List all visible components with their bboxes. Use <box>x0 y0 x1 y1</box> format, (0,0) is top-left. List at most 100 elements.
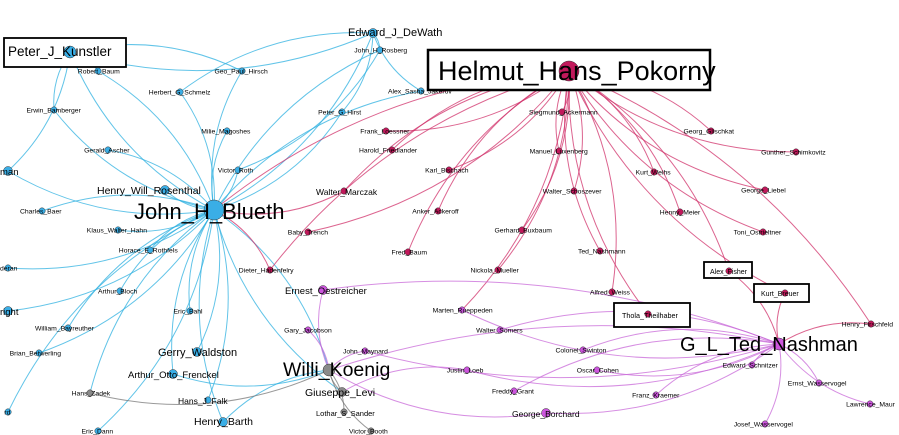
node-dot[interactable] <box>218 417 228 427</box>
node-henryb[interactable]: Henry_Barth <box>194 416 253 428</box>
node-baby[interactable]: Baby_Trench <box>288 228 328 237</box>
node-lawrence[interactable]: Lawrence_Maur <box>846 400 896 409</box>
node-dot[interactable] <box>417 87 425 95</box>
node-dot[interactable] <box>458 306 466 314</box>
node-brian[interactable]: Brian_Betwerling <box>10 349 62 358</box>
node-hhp[interactable]: Helmut_Hans_Pokorny <box>426 48 716 92</box>
node-giuseppe[interactable]: Giuseppe_Levi <box>305 387 375 399</box>
node-dot[interactable] <box>192 347 202 357</box>
node-horace[interactable]: Horace_E_Rothfels <box>119 246 179 255</box>
node-johnm[interactable]: John_Maynard <box>343 347 388 356</box>
node-dot[interactable] <box>63 45 77 59</box>
node-dot[interactable] <box>234 166 242 174</box>
node-dot[interactable] <box>3 166 13 176</box>
node-dot[interactable] <box>761 186 769 194</box>
node-dot[interactable] <box>434 207 442 215</box>
node-josef[interactable]: Josef_Wasservogel <box>734 420 794 429</box>
node-charles[interactable]: Charles_Baer <box>20 207 62 216</box>
node-karl[interactable]: Karl_Bischach <box>425 166 469 175</box>
node-henryf[interactable]: Henry_Firschfeld <box>842 320 894 329</box>
node-alfred[interactable]: Alfred_Weiss <box>590 288 631 297</box>
node-gerhard[interactable]: Gerhard_Buxbaum <box>494 226 552 235</box>
node-dot[interactable] <box>792 148 800 156</box>
node-deran[interactable]: deran <box>0 264 18 273</box>
node-dot[interactable] <box>463 366 471 374</box>
node-dot[interactable] <box>204 396 212 404</box>
node-dot[interactable] <box>761 420 769 428</box>
node-dot[interactable] <box>404 248 412 256</box>
node-dot[interactable] <box>86 389 94 397</box>
node-erwin[interactable]: Erwin_Bamberger <box>26 106 82 115</box>
node-victorb[interactable]: Victor_Booth <box>349 427 388 435</box>
node-dot[interactable] <box>94 67 102 75</box>
node-dot[interactable] <box>781 289 789 297</box>
node-justin[interactable]: Justin_Loeb <box>447 366 484 375</box>
node-dot[interactable] <box>368 28 378 38</box>
node-fred[interactable]: Fred_Baum <box>391 248 427 257</box>
node-man[interactable]: man <box>0 166 18 179</box>
node-dot[interactable] <box>725 267 733 275</box>
node-dot[interactable] <box>168 369 178 379</box>
node-peterh[interactable]: Peter_G_Hirst <box>318 108 361 117</box>
node-gerry[interactable]: Gerry_Waldston <box>158 347 237 359</box>
node-dot[interactable] <box>114 226 122 234</box>
node-dot[interactable] <box>223 127 231 135</box>
node-johnh[interactable]: John_H_Rosberg <box>354 46 407 55</box>
node-lothar[interactable]: Lothar_S_Sander <box>316 408 375 418</box>
node-dot[interactable] <box>579 346 587 354</box>
node-frank[interactable]: Frank_Loessner <box>360 127 410 136</box>
node-dot[interactable] <box>361 347 369 355</box>
node-dot[interactable] <box>340 187 348 195</box>
node-george[interactable]: George_Borchard <box>512 408 580 420</box>
node-william[interactable]: William_Bayreuther <box>35 324 95 333</box>
node-dot[interactable] <box>593 366 601 374</box>
node-pjk[interactable]: Peter_J_Kunstler <box>3 37 127 68</box>
node-dot[interactable] <box>94 427 102 435</box>
node-dot[interactable] <box>388 146 396 154</box>
node-rd[interactable]: rd <box>4 408 12 417</box>
node-dot[interactable] <box>176 88 184 96</box>
node-dot[interactable] <box>318 285 328 295</box>
node-anker[interactable]: Anker_Ackeroff <box>412 207 459 216</box>
node-dot[interactable] <box>570 187 578 195</box>
node-dot[interactable] <box>304 228 312 236</box>
node-arthurf[interactable]: Arthur_Otto_Frenckel <box>128 369 219 382</box>
node-henry[interactable]: Henry_Will_Rosenthal <box>97 185 201 197</box>
node-dot[interactable] <box>338 108 346 116</box>
node-kurtw[interactable]: Kurt_Weihs <box>636 168 672 177</box>
node-dot[interactable] <box>160 185 170 195</box>
node-milie[interactable]: Milie_Magoshes <box>201 127 251 136</box>
node-dot[interactable] <box>652 391 660 399</box>
node-dot[interactable] <box>50 106 58 114</box>
node-dot[interactable] <box>266 266 274 274</box>
node-dot[interactable] <box>445 166 453 174</box>
node-marten[interactable]: Marten_Rueppeden <box>433 306 493 315</box>
node-arthurb[interactable]: Arthur_Bloch <box>98 287 138 296</box>
node-manuel[interactable]: Manuel_Luxenberg <box>530 147 588 156</box>
node-dieter[interactable]: Dieter_Hadenfelry <box>239 266 294 275</box>
node-jhb[interactable]: John_H_Blueth <box>134 199 284 224</box>
node-dot[interactable] <box>367 427 375 435</box>
node-dot[interactable] <box>759 228 767 236</box>
node-walterso[interactable]: Walter_Somers <box>476 326 523 335</box>
node-dot[interactable] <box>867 320 875 328</box>
node-alex[interactable]: Alex_Sasha_Jakerov <box>388 87 452 96</box>
node-hansf[interactable]: Hans_J_Falk <box>178 396 228 406</box>
node-dot[interactable] <box>596 247 604 255</box>
node-dot[interactable] <box>146 246 154 254</box>
node-dot[interactable] <box>4 264 12 272</box>
node-dot[interactable] <box>650 168 658 176</box>
node-dot[interactable] <box>304 326 312 334</box>
node-dot[interactable] <box>494 266 502 274</box>
node-dot[interactable] <box>116 287 124 295</box>
node-gunther[interactable]: Gunther_Schimkovitz <box>761 148 826 157</box>
node-dot[interactable] <box>337 387 347 397</box>
node-siegmund[interactable]: Siegmund_Ackermann <box>529 108 598 117</box>
node-rbaum[interactable]: Robert_Baum <box>78 67 120 76</box>
node-alexf[interactable]: Alex_Fisher <box>703 261 753 279</box>
node-ernst[interactable]: Ernst_Wasservogel <box>788 379 847 388</box>
node-hanszadek[interactable]: Hans_Zadek <box>72 389 111 398</box>
node-colonel[interactable]: Colonel_Swinton <box>555 346 607 355</box>
node-dot[interactable] <box>376 46 384 54</box>
node-eric[interactable]: Eric_Dann <box>81 427 113 435</box>
